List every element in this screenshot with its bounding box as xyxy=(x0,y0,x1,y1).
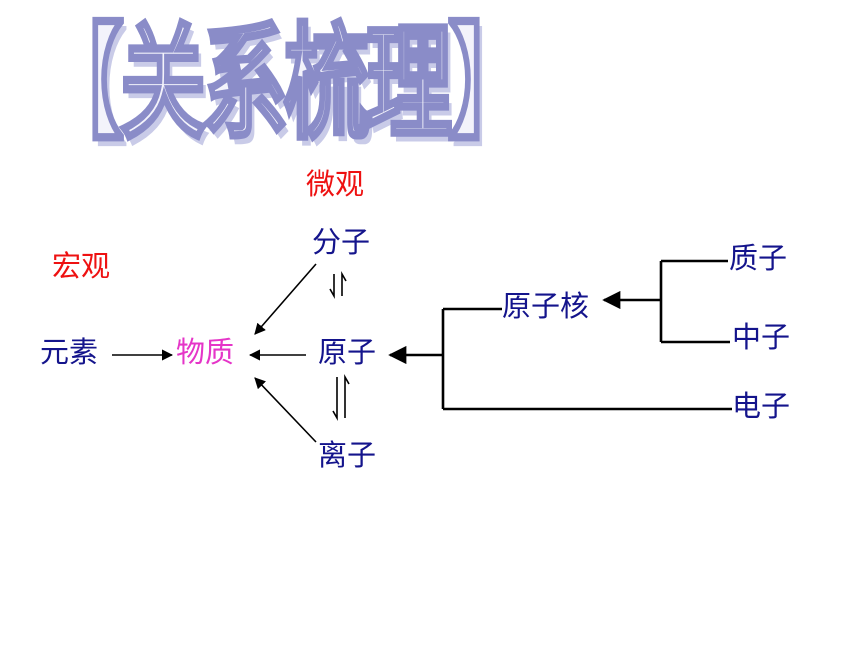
macro-heading: 宏观 xyxy=(52,249,111,283)
node-ion: 离子 xyxy=(318,438,377,472)
node-element: 元素 xyxy=(40,335,99,369)
page-title: 【关系梳理】 xyxy=(37,11,536,157)
harpoon-molecule-atom-down xyxy=(329,274,335,300)
harpoon-molecule-atom-up xyxy=(341,270,347,296)
node-substance: 物质 xyxy=(176,335,235,369)
node-atom: 原子 xyxy=(318,335,377,369)
harpoon-atom-ion-up xyxy=(344,373,350,418)
node-molecule: 分子 xyxy=(312,225,371,259)
harpoon-atom-ion-down xyxy=(332,377,338,422)
node-nucleus: 原子核 xyxy=(502,289,590,323)
arrow-ion-to-substance xyxy=(254,377,317,443)
node-proton: 质子 xyxy=(729,241,788,275)
node-electron: 电子 xyxy=(732,389,791,423)
micro-heading: 微观 xyxy=(306,167,365,201)
arrow-molecule-to-substance xyxy=(254,263,317,335)
node-neutron: 中子 xyxy=(732,320,791,354)
